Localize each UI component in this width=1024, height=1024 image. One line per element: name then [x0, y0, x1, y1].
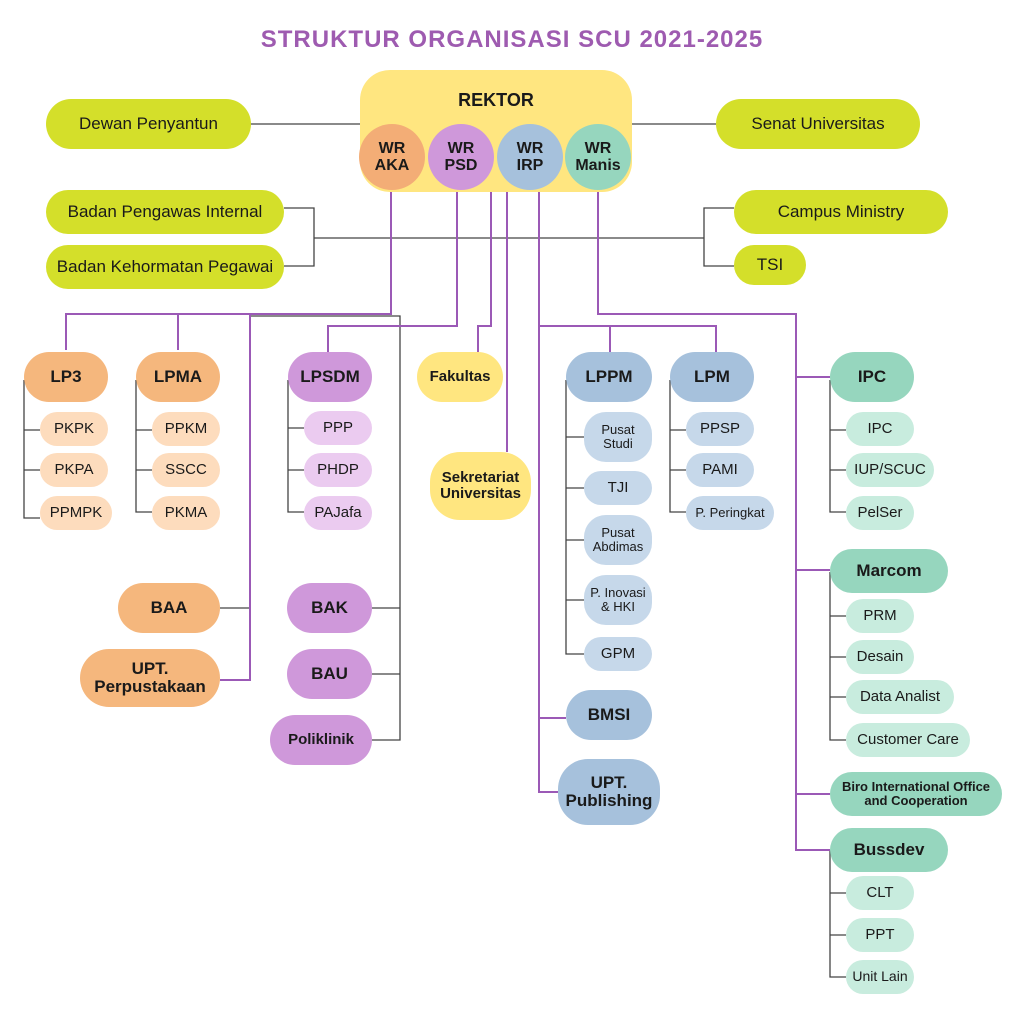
rektor-label: REKTOR: [458, 90, 534, 110]
marcom[interactable]: Marcom: [830, 549, 948, 593]
line-lpsdm-children: [287, 380, 304, 513]
bussdev-clt[interactable]: CLT: [846, 876, 914, 910]
lpma-sscc[interactable]: SSCC: [152, 453, 220, 487]
ipc-ipc[interactable]: IPC: [846, 412, 914, 446]
lp3-pkpk[interactable]: PKPK: [40, 412, 108, 446]
lpsdm[interactable]: LPSDM: [288, 352, 372, 402]
wr-psd[interactable]: WR PSD: [428, 124, 494, 190]
line-lp3-children: [23, 380, 40, 519]
baa[interactable]: BAA: [118, 583, 220, 633]
lppm[interactable]: LPPM: [566, 352, 652, 402]
lpm-pami[interactable]: PAMI: [686, 453, 754, 487]
lpm-ppsp[interactable]: PPSP: [686, 412, 754, 446]
line-lpm-children: [669, 380, 686, 513]
lpma-pkma[interactable]: PKMA: [152, 496, 220, 530]
bau[interactable]: BAU: [287, 649, 372, 699]
lpsdm-phdp[interactable]: PHDP: [304, 453, 372, 487]
fakultas[interactable]: Fakultas: [417, 352, 503, 402]
campus-ministry[interactable]: Campus Ministry: [734, 190, 948, 234]
wr-aka[interactable]: WR AKA: [359, 124, 425, 190]
bussdev-unit-lain[interactable]: Unit Lain: [846, 960, 914, 994]
lppm-p-inovasi-hki[interactable]: P. Inovasi & HKI: [584, 575, 652, 625]
lpma[interactable]: LPMA: [136, 352, 220, 402]
upt-publishing[interactable]: UPT. Publishing: [558, 759, 660, 825]
badan-pengawas-internal[interactable]: Badan Pengawas Internal: [46, 190, 284, 234]
ipc[interactable]: IPC: [830, 352, 914, 402]
page-title: STRUKTUR ORGANISASI SCU 2021-2025: [260, 26, 764, 53]
lp3[interactable]: LP3: [24, 352, 108, 402]
badan-kehormatan-pegawai[interactable]: Badan Kehormatan Pegawai: [46, 245, 284, 289]
ipc-iup-scuc[interactable]: IUP/SCUC: [846, 453, 934, 487]
line-ipc-children: [829, 380, 846, 513]
line-bussdev-children: [829, 850, 846, 978]
line-aka-to-lp3: [65, 190, 392, 350]
bussdev[interactable]: Bussdev: [830, 828, 948, 872]
lpsdm-pajafa[interactable]: PAJafa: [304, 496, 372, 530]
sekretariat-universitas[interactable]: Sekretariat Universitas: [430, 452, 531, 520]
biro-international-office[interactable]: Biro International Office and Cooperatio…: [830, 772, 1002, 816]
lpm[interactable]: LPM: [670, 352, 754, 402]
marcom-prm[interactable]: PRM: [846, 599, 914, 633]
line-lpma-children: [135, 380, 152, 513]
senat-universitas[interactable]: Senat Universitas: [716, 99, 920, 149]
ipc-pelser[interactable]: PelSer: [846, 496, 914, 530]
line-marcom-children: [829, 572, 846, 741]
gray-connectors: [23, 123, 846, 978]
bmsi[interactable]: BMSI: [566, 690, 652, 740]
line-manis-main: [597, 190, 830, 851]
lpma-ppkm[interactable]: PPKM: [152, 412, 220, 446]
line-lppm-children: [565, 380, 584, 655]
line-ministry-bracket: [703, 207, 734, 267]
tsi[interactable]: TSI: [734, 245, 806, 285]
lppm-pusat-abdimas[interactable]: Pusat Abdimas: [584, 515, 652, 565]
lppm-pusat-studi[interactable]: Pusat Studi: [584, 412, 652, 462]
lp3-pkpa[interactable]: PKPA: [40, 453, 108, 487]
line-badan-bracket: [284, 207, 315, 267]
purple-connectors: [65, 190, 830, 851]
upt-perpustakaan[interactable]: UPT. Perpustakaan: [80, 649, 220, 707]
line-psd-units: [220, 315, 401, 741]
line-aka-to-upt-perpus: [220, 314, 251, 681]
marcom-data-analist[interactable]: Data Analist: [846, 680, 954, 714]
lpm-p-peringkat[interactable]: P. Peringkat: [686, 496, 774, 530]
line-irp-to-lpm: [539, 325, 717, 352]
bussdev-ppt[interactable]: PPT: [846, 918, 914, 952]
wr-manis[interactable]: WR Manis: [565, 124, 631, 190]
wr-irp[interactable]: WR IRP: [497, 124, 563, 190]
marcom-customer-care[interactable]: Customer Care: [846, 723, 970, 757]
line-psd-to-lpsdm: [327, 190, 458, 352]
line-manis-branches: [796, 376, 830, 795]
marcom-desain[interactable]: Desain: [846, 640, 914, 674]
poliklinik[interactable]: Poliklinik: [270, 715, 372, 765]
dewan-penyantun[interactable]: Dewan Penyantun: [46, 99, 251, 149]
bak[interactable]: BAK: [287, 583, 372, 633]
line-psd-to-fakultas: [477, 190, 492, 352]
lp3-ppmpk[interactable]: PPMPK: [40, 496, 112, 530]
lppm-tji[interactable]: TJI: [584, 471, 652, 505]
line-irp-to-publishing: [538, 190, 558, 793]
lppm-gpm[interactable]: GPM: [584, 637, 652, 671]
lpsdm-ppp[interactable]: PPP: [304, 411, 372, 445]
